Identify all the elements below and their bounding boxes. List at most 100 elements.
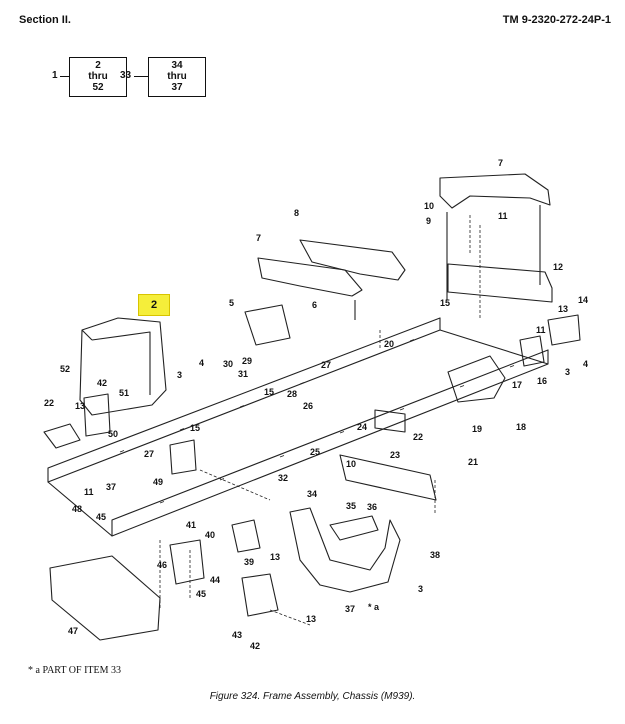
callout-label: 46 bbox=[157, 560, 167, 570]
callout-label: 44 bbox=[210, 575, 220, 585]
callout-label: 15 bbox=[190, 423, 200, 433]
callout-label: 45 bbox=[196, 589, 206, 599]
bracket-12 bbox=[447, 263, 553, 303]
crossmember-24 bbox=[339, 454, 437, 501]
bracket-36 bbox=[329, 515, 379, 541]
callout-label: 18 bbox=[516, 422, 526, 432]
callout-label: 45 bbox=[96, 512, 106, 522]
bracket-50 bbox=[43, 423, 81, 449]
callout-label: 13 bbox=[306, 614, 316, 624]
callout-label: 21 bbox=[468, 457, 478, 467]
callout-labels: 7 10 11 9 12 8 7 5 6 15 13 14 11 4 3 16 … bbox=[44, 158, 588, 651]
callout-label: 13 bbox=[75, 401, 85, 411]
crossmember-7-legs bbox=[446, 205, 541, 300]
callout-label: 37 bbox=[345, 604, 355, 614]
star-a-label: * a bbox=[368, 602, 380, 612]
callout-label: 19 bbox=[472, 424, 482, 434]
phantom-lines bbox=[159, 215, 481, 626]
callout-label: 22 bbox=[413, 432, 423, 442]
ref-box-2: 34 thru 37 bbox=[148, 57, 206, 97]
callout-label: 26 bbox=[303, 401, 313, 411]
callout-label: 32 bbox=[278, 473, 288, 483]
callout-label: 22 bbox=[44, 398, 54, 408]
callout-label: 20 bbox=[384, 339, 394, 349]
callout-label: 51 bbox=[119, 388, 129, 398]
bracket-5 bbox=[244, 304, 291, 346]
callout-label: 10 bbox=[346, 459, 356, 469]
callout-label: 3 bbox=[418, 584, 423, 594]
callout-label: 31 bbox=[238, 369, 248, 379]
crossmember-7-top bbox=[439, 173, 551, 209]
callout-label: 42 bbox=[250, 641, 260, 651]
callout-label: 35 bbox=[346, 501, 356, 511]
callout-label: 37 bbox=[106, 482, 116, 492]
ref-dash-2 bbox=[134, 76, 148, 77]
callout-label: 15 bbox=[440, 298, 450, 308]
callout-label: 8 bbox=[294, 208, 299, 218]
callout-label: 47 bbox=[68, 626, 78, 636]
callout-label: 27 bbox=[144, 449, 154, 459]
callout-label: 41 bbox=[186, 520, 196, 530]
bracket-22 bbox=[374, 409, 406, 433]
callout-label: 40 bbox=[205, 530, 215, 540]
section-heading: Section II. bbox=[19, 14, 71, 26]
bracket-49 bbox=[169, 439, 197, 475]
front-crossmember-2 bbox=[79, 317, 167, 416]
callout-label: 17 bbox=[512, 380, 522, 390]
callout-label: 12 bbox=[553, 262, 563, 272]
footnote: * a PART OF ITEM 33 bbox=[28, 665, 122, 676]
callout-label: 30 bbox=[223, 359, 233, 369]
ref-label-2: 33 bbox=[120, 70, 132, 81]
skid-plate-47 bbox=[49, 555, 161, 641]
callout-label: 42 bbox=[97, 378, 107, 388]
callout-label: 13 bbox=[558, 304, 568, 314]
crossmember-8 bbox=[299, 239, 406, 281]
callout-label: 23 bbox=[390, 450, 400, 460]
callout-label: 52 bbox=[60, 364, 70, 374]
rail-holes bbox=[119, 339, 515, 504]
callout-label: 7 bbox=[498, 158, 503, 168]
frame-rail-left bbox=[47, 317, 441, 483]
callout-label: 11 bbox=[498, 211, 508, 221]
callout-label: 4 bbox=[583, 359, 588, 369]
ref-box-1: 2 thru 52 bbox=[69, 57, 127, 97]
callout-label: 15 bbox=[264, 387, 274, 397]
step-assembly bbox=[289, 507, 401, 593]
ref-box-1-end: 52 bbox=[92, 82, 104, 93]
bracket-44 bbox=[169, 539, 205, 585]
callout-label: 3 bbox=[177, 370, 182, 380]
bracket-39 bbox=[231, 519, 261, 553]
callout-label: 9 bbox=[426, 216, 431, 226]
callout-label: 27 bbox=[321, 360, 331, 370]
callout-label: 3 bbox=[565, 367, 570, 377]
callout-label: 25 bbox=[310, 447, 320, 457]
callout-label: 16 bbox=[537, 376, 547, 386]
highlighted-item-2[interactable]: 2 bbox=[138, 294, 170, 316]
crossmember-7-left bbox=[257, 257, 363, 297]
ref-label-1: 1 bbox=[52, 70, 58, 81]
ref-box-2-start: 34 bbox=[171, 60, 183, 71]
callout-label: 43 bbox=[232, 630, 242, 640]
bracket-43 bbox=[241, 573, 279, 617]
callout-label: 11 bbox=[536, 325, 546, 335]
figure-caption: Figure 324. Frame Assembly, Chassis (M93… bbox=[209, 691, 416, 702]
ref-box-2-thru: thru bbox=[167, 71, 187, 82]
callout-label: 50 bbox=[108, 429, 118, 439]
callout-label: 48 bbox=[72, 504, 82, 514]
frame-rail-ends bbox=[47, 329, 549, 537]
callout-label: 39 bbox=[244, 557, 254, 567]
ref-box-2-end: 37 bbox=[171, 82, 183, 93]
callout-label: 7 bbox=[256, 233, 261, 243]
callout-label: 29 bbox=[242, 356, 252, 366]
bracket-51 bbox=[83, 393, 111, 437]
callout-label: 24 bbox=[357, 422, 367, 432]
bracket-16 bbox=[519, 335, 545, 367]
tm-number: TM 9-2320-272-24P-1 bbox=[502, 14, 611, 26]
ref-box-1-thru: thru bbox=[88, 71, 108, 82]
callout-label: 28 bbox=[287, 389, 297, 399]
ref-dash-1 bbox=[60, 76, 69, 77]
callout-label: 10 bbox=[424, 201, 434, 211]
callout-label: 49 bbox=[153, 477, 163, 487]
callout-label: 6 bbox=[312, 300, 317, 310]
